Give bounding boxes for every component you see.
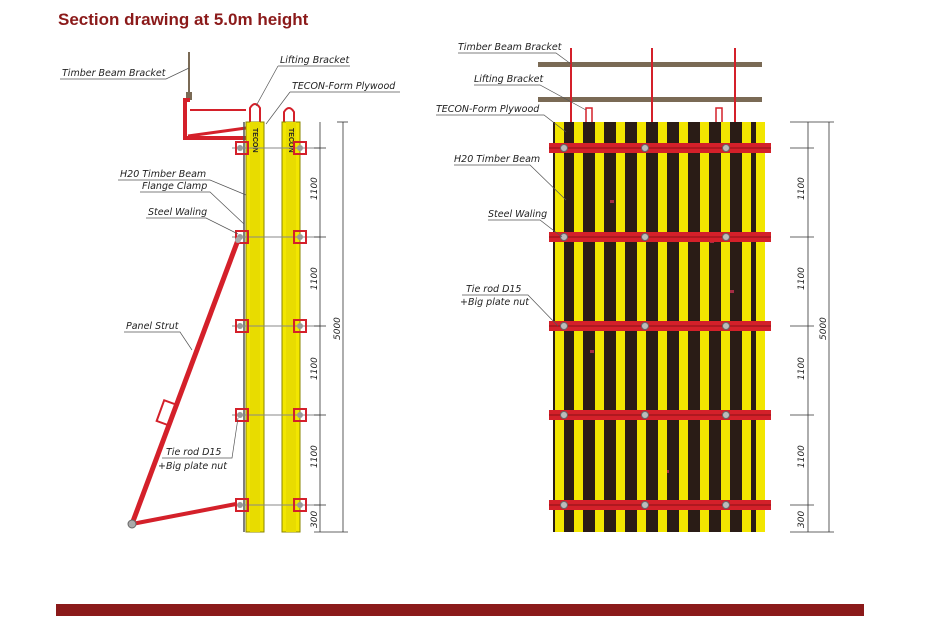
- right-lifting-bracket-2: [715, 107, 723, 122]
- left-timber-beam-bracket: [183, 52, 247, 140]
- left-dim-seg-5: 300: [310, 511, 320, 528]
- right-lifting-bracket-1: [585, 107, 593, 122]
- right-dim-seg-2: 1100: [797, 267, 807, 290]
- right-dim-seg-1: 1100: [797, 177, 807, 200]
- footer-bar: [56, 604, 864, 616]
- right-label-tie-rod-1: Tie rod D15: [466, 284, 521, 295]
- right-label-lifting-bracket: Lifting Bracket: [474, 74, 545, 85]
- left-dim-seg-2: 1100: [310, 267, 320, 290]
- right-walings: [549, 143, 771, 510]
- left-lifting-bracket-1: [249, 103, 261, 122]
- right-label-tecon-plywood: TECON-Form Plywood: [436, 104, 540, 115]
- left-side-view: TECON TECON: [60, 52, 400, 533]
- right-dim-seg-4: 1100: [797, 445, 807, 468]
- left-dim-seg-4: 1100: [310, 445, 320, 468]
- right-dim-seg-5: 300: [797, 511, 807, 528]
- page-title: Section drawing at 5.0m height: [58, 10, 309, 29]
- left-label-steel-waling: Steel Waling: [148, 207, 207, 218]
- left-dim-total: 5000: [333, 317, 343, 340]
- left-leaders: [60, 65, 400, 459]
- right-bracket-rail-2: [538, 97, 762, 102]
- right-label-timber-beam-bracket: Timber Beam Bracket: [458, 42, 563, 53]
- left-walings: [232, 141, 320, 512]
- left-beam-text-1: TECON: [251, 128, 258, 153]
- left-panel-strut: [127, 237, 241, 529]
- right-label-h20-timber-beam: H20 Timber Beam: [454, 154, 540, 165]
- right-label-tie-rod-2: +Big plate nut: [460, 297, 530, 308]
- left-label-h20-timber-beam: H20 Timber Beam: [120, 169, 206, 180]
- left-label-lifting-bracket: Lifting Bracket: [280, 55, 351, 66]
- right-dim-seg-3: 1100: [797, 357, 807, 380]
- left-dim-seg-3: 1100: [310, 357, 320, 380]
- right-dim-total: 5000: [819, 317, 829, 340]
- right-leaders: [436, 52, 587, 327]
- right-label-steel-waling: Steel Waling: [488, 209, 547, 220]
- right-front-view: 1100 1100 1100 1100 300 5000 Timber Beam…: [436, 42, 834, 533]
- left-label-panel-strut: Panel Strut: [126, 321, 180, 332]
- left-dim-seg-1: 1100: [310, 177, 320, 200]
- left-dimension-lines: [314, 121, 348, 533]
- left-label-tie-rod-2: +Big plate nut: [158, 461, 228, 472]
- left-lifting-bracket-2: [283, 107, 295, 122]
- left-label-tecon-plywood: TECON-Form Plywood: [292, 81, 396, 92]
- right-dimension-lines: [790, 121, 834, 533]
- right-bracket-rail-1: [538, 62, 762, 67]
- left-beam-text-2: TECON: [287, 128, 294, 153]
- left-label-flange-clamp: Flange Clamp: [142, 181, 207, 192]
- left-label-timber-beam-bracket: Timber Beam Bracket: [62, 68, 167, 79]
- left-label-tie-rod-1: Tie rod D15: [166, 447, 221, 458]
